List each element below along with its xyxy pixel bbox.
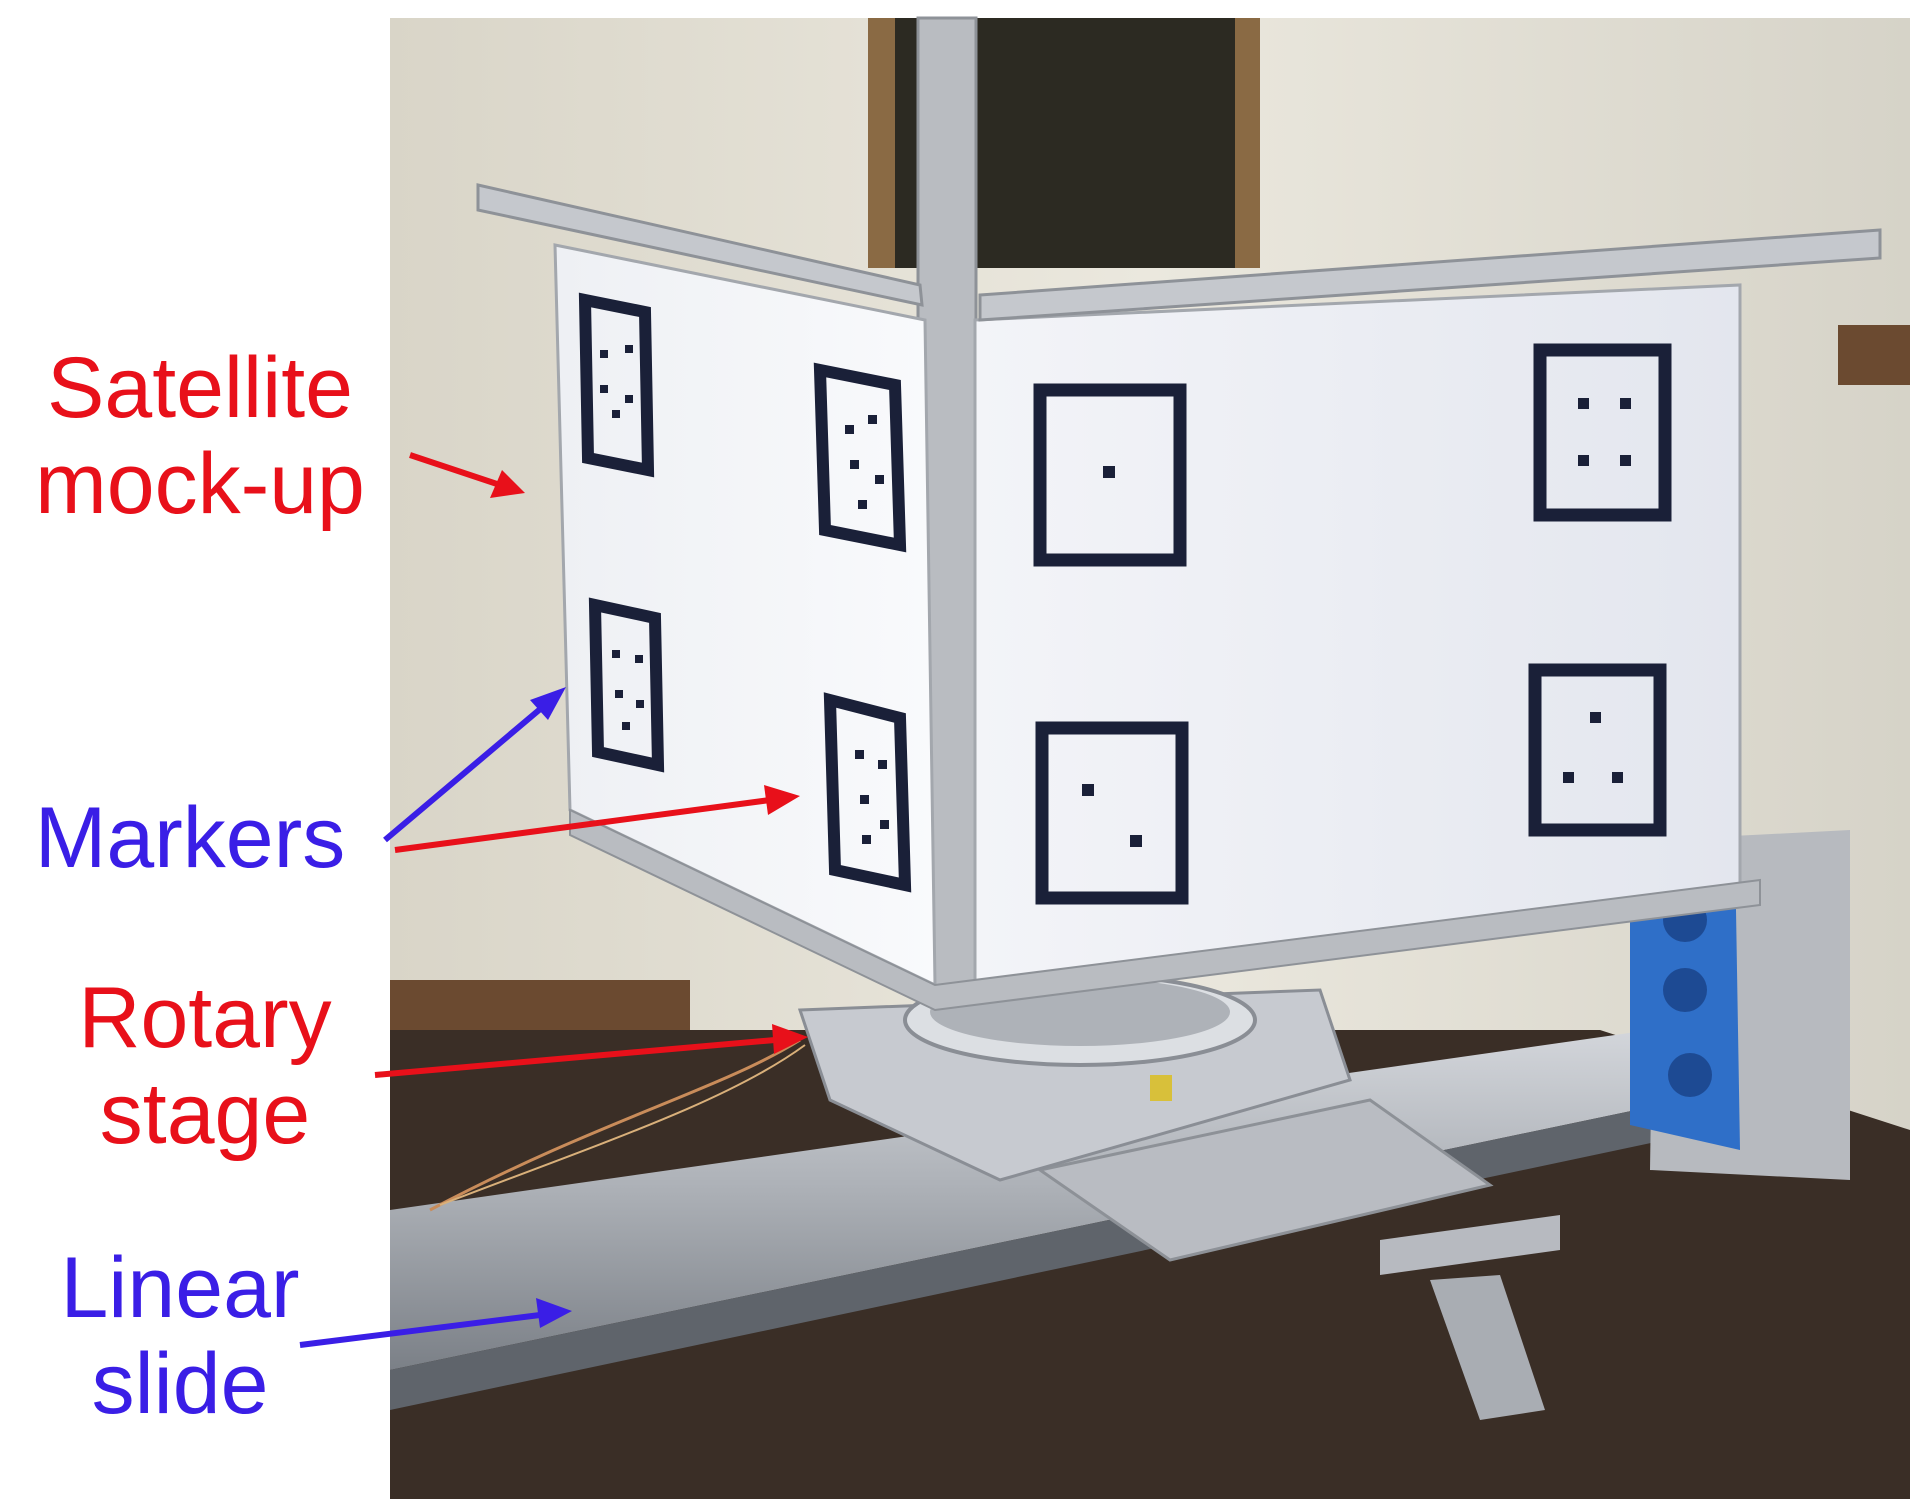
cables <box>429 1038 801 1212</box>
label-markers-line1: Markers <box>34 790 346 886</box>
motor-box <box>1630 830 1850 1180</box>
marker-right-2 <box>1533 343 1672 522</box>
top-frame-left <box>476 183 924 307</box>
rotary-stage <box>797 973 1352 1182</box>
arrow-satellite <box>409 452 525 498</box>
marker-left-2 <box>813 362 907 553</box>
label-satellite-line2: mock-up <box>35 436 365 532</box>
side-shelf <box>1838 325 1910 385</box>
label-satellite-line1: Satellite <box>47 340 353 436</box>
label-rotary-stage: Rotary stage <box>40 970 370 1162</box>
slide-carriage <box>1036 1098 1494 1262</box>
label-linear-line1: Linear <box>60 1240 300 1336</box>
marker-right-1 <box>1033 383 1187 567</box>
label-linear-slide: Linear slide <box>30 1240 330 1432</box>
label-satellite-mockup: Satellite mock-up <box>10 340 390 532</box>
marker-left-4 <box>823 692 912 893</box>
label-rotary-line1: Rotary <box>78 970 332 1066</box>
bottom-frame <box>569 808 1761 1012</box>
arrow-rotary <box>374 1024 808 1078</box>
marker-left-3 <box>588 597 665 773</box>
marker-right-3 <box>1035 721 1189 905</box>
arrow-markers-blue <box>383 687 566 843</box>
arrow-markers-red <box>394 785 800 853</box>
marker-left-1 <box>578 292 655 478</box>
label-markers: Markers <box>10 790 370 886</box>
label-rotary-line2: stage <box>99 1066 311 1162</box>
marker-right-4 <box>1528 663 1667 837</box>
label-linear-line2: slide <box>91 1336 269 1432</box>
top-frame-right <box>978 228 1882 322</box>
arrow-linear <box>299 1298 572 1348</box>
